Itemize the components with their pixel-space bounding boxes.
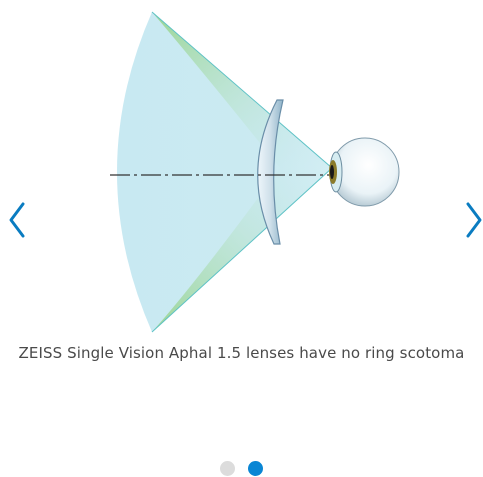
previous-slide-button[interactable] (4, 198, 30, 242)
next-slide-button[interactable] (461, 198, 483, 242)
chevron-left-icon (9, 202, 25, 238)
slide-caption: ZEISS Single Vision Aphal 1.5 lenses hav… (18, 344, 465, 362)
chevron-right-icon (466, 202, 482, 238)
pagination-dot-1[interactable] (220, 461, 235, 476)
pagination-dot-2-active[interactable] (248, 461, 263, 476)
carousel-pagination (0, 461, 483, 476)
lens-field-of-view-illustration (110, 11, 400, 333)
